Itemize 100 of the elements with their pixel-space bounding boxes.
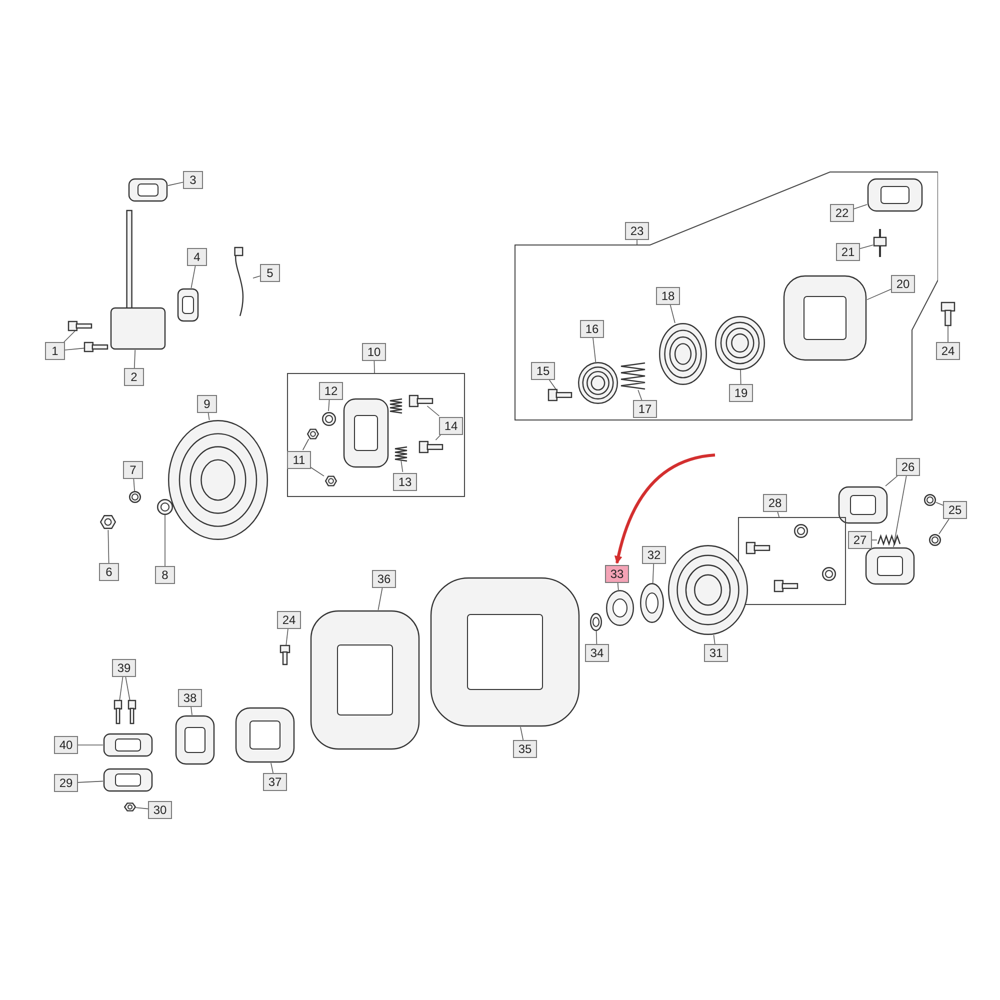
callout-number: 20: [891, 275, 915, 293]
callout-number: 13: [393, 473, 417, 491]
callout-number: 10: [362, 343, 386, 361]
leader-line: [136, 807, 148, 810]
leader-line: [936, 502, 944, 506]
spring-drawing: [394, 446, 408, 462]
callout-number: 37: [263, 773, 287, 791]
wheel-drawing: [578, 362, 618, 404]
screw-drawing: [774, 580, 798, 592]
leader-line: [302, 438, 310, 450]
wheel-drawing: [715, 316, 765, 370]
clutch-shoe-drawing: [838, 486, 888, 524]
leader-line: [426, 406, 440, 416]
callout-number: 32: [642, 546, 666, 564]
screw-drawing: [68, 321, 92, 331]
callout-number: 39: [112, 659, 136, 677]
callout-number: 1: [45, 342, 65, 360]
screw-drawing: [419, 441, 443, 453]
callout-number: 18: [656, 287, 680, 305]
leader-line: [310, 466, 324, 476]
spring-drawing: [877, 535, 901, 545]
leader-line: [777, 512, 780, 518]
callout-number: 29: [54, 774, 78, 792]
leader-line: [208, 412, 210, 420]
sleeve-drawing: [235, 707, 295, 763]
screw-drawing: [84, 342, 108, 352]
leader-line: [286, 628, 288, 646]
nut-drawing: [124, 802, 136, 812]
washer-drawing: [129, 491, 141, 503]
callout-number: 27: [848, 531, 872, 549]
leader-line: [270, 762, 274, 774]
callout-number: 19: [729, 384, 753, 402]
callout-number: 31: [704, 644, 728, 662]
washer-drawing: [794, 524, 808, 538]
callout-number: 14: [439, 417, 463, 435]
leader-line: [164, 514, 166, 566]
leader-line: [64, 348, 84, 350]
screw-drawing: [941, 302, 955, 326]
washer-drawing: [929, 534, 941, 546]
leader-line: [119, 676, 124, 700]
wheel-drawing: [659, 323, 707, 385]
screw-drawing: [128, 700, 136, 724]
leader-line: [78, 780, 104, 783]
leader-line: [64, 330, 76, 342]
leader-line: [374, 360, 375, 374]
leader-line: [652, 564, 654, 584]
callout-number: 6: [99, 563, 119, 581]
leader-line: [328, 398, 330, 412]
wheel-drawing: [168, 420, 268, 540]
leader-line: [854, 204, 868, 210]
callout-number: 17: [633, 400, 657, 418]
leader-line: [636, 240, 638, 246]
callout-number: 3: [183, 171, 203, 189]
nut-drawing: [325, 475, 337, 487]
bracket-drawing: [177, 288, 199, 322]
spring-drawing: [620, 362, 646, 390]
clamp-drawing: [103, 733, 153, 757]
leader-line: [866, 288, 892, 300]
callout-number: 16: [580, 320, 604, 338]
screw-drawing: [409, 395, 433, 407]
callout-number: 5: [260, 264, 280, 282]
rope-drawing: [873, 229, 887, 257]
callout-number: 23: [625, 222, 649, 240]
callout-number: 8: [155, 566, 175, 584]
leader-line: [168, 182, 184, 186]
leader-line: [190, 266, 196, 288]
leader-line: [885, 476, 898, 486]
leader-line: [670, 304, 676, 324]
leader-line: [78, 744, 104, 746]
cover-drawing: [310, 610, 420, 750]
callout-number: 30: [148, 801, 172, 819]
callout-number: 38: [178, 689, 202, 707]
wheel-drawing: [668, 545, 748, 635]
gear-housing-drawing: [430, 577, 580, 727]
callout-number: 24: [277, 611, 301, 629]
leader-line: [134, 350, 136, 368]
leader-line: [638, 390, 642, 400]
arrow: [614, 454, 716, 564]
callout-number: 24: [936, 342, 960, 360]
group-frame: [287, 373, 465, 497]
callout-number: 15: [531, 362, 555, 380]
leader-line: [252, 276, 260, 278]
leader-line: [893, 476, 907, 548]
callout-number: 40: [54, 736, 78, 754]
callout-number: 11: [287, 451, 311, 469]
leader-line: [520, 726, 524, 740]
handle-drawing: [867, 178, 923, 212]
leader-line: [108, 530, 110, 564]
callout-number: 26: [896, 458, 920, 476]
screw-drawing: [548, 389, 572, 401]
screw-drawing: [280, 645, 290, 665]
screw-drawing: [114, 700, 122, 724]
leader-line: [860, 244, 874, 250]
leader-line: [713, 634, 716, 644]
washer-drawing: [606, 590, 634, 626]
ignition-coil-drawing: [110, 210, 166, 350]
washer-drawing: [640, 583, 664, 623]
leader-line: [125, 676, 130, 700]
callout-number: 12: [319, 382, 343, 400]
sleeve-drawing: [175, 715, 215, 765]
